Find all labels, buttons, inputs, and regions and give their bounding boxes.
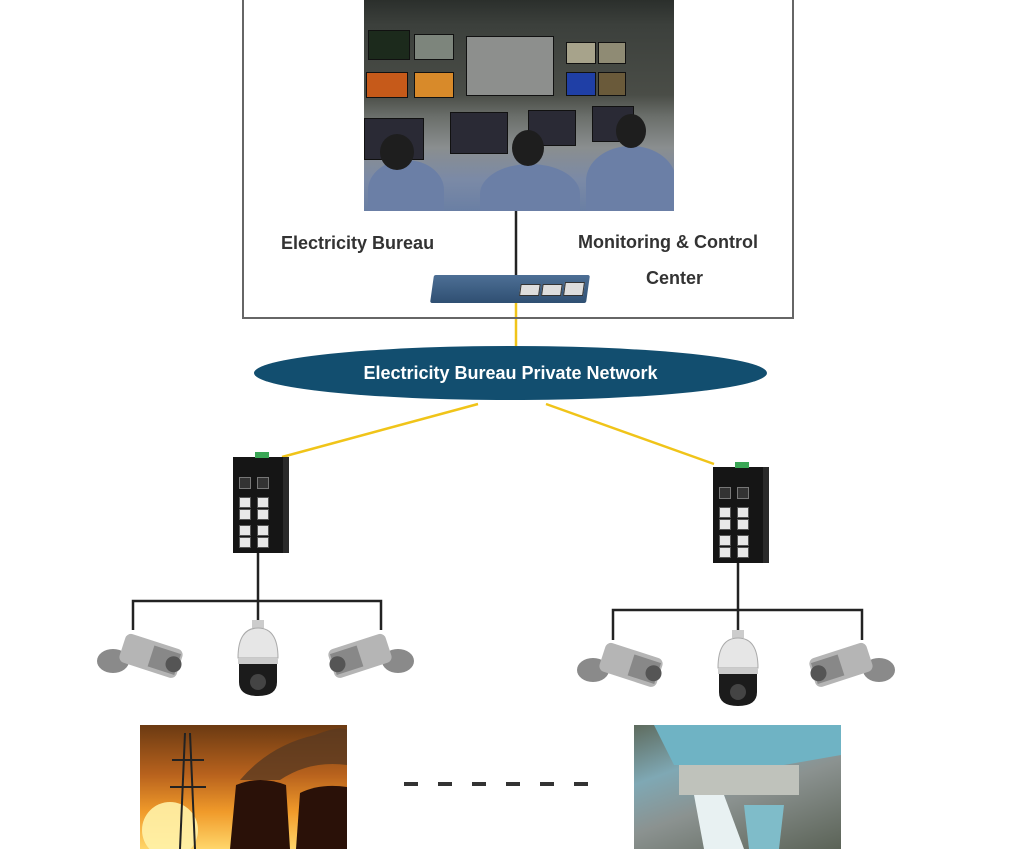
more-sites-ellipsis [404,782,588,786]
left-industrial-switch [233,452,289,553]
electricity-bureau-label: Electricity Bureau [281,233,435,253]
ptz-dome-camera-icon [717,630,759,706]
right-camera-bus [611,608,864,640]
hydro-dam-photo [634,725,841,849]
control-center-frame [242,0,794,319]
bullet-camera-icon [577,642,663,687]
bullet-camera-icon [809,642,895,687]
monitoring-control-label: Monitoring & Control [578,232,758,252]
network-to-left-switch-fiber [281,402,479,459]
ptz-dome-camera-icon [237,620,279,696]
control-room-photo [364,0,674,211]
right-industrial-switch [713,462,769,563]
private-network-label: Electricity Bureau Private Network [363,362,658,383]
left-camera-bus [131,599,383,630]
network-to-right-switch-fiber [545,402,715,466]
power-plant-photo [140,725,347,849]
private-network-cloud: Electricity Bureau Private Network [254,346,767,400]
bullet-camera-icon [97,633,183,678]
center-label: Center [646,268,704,288]
bullet-camera-icon [328,633,414,678]
core-rack-switch [430,275,590,303]
